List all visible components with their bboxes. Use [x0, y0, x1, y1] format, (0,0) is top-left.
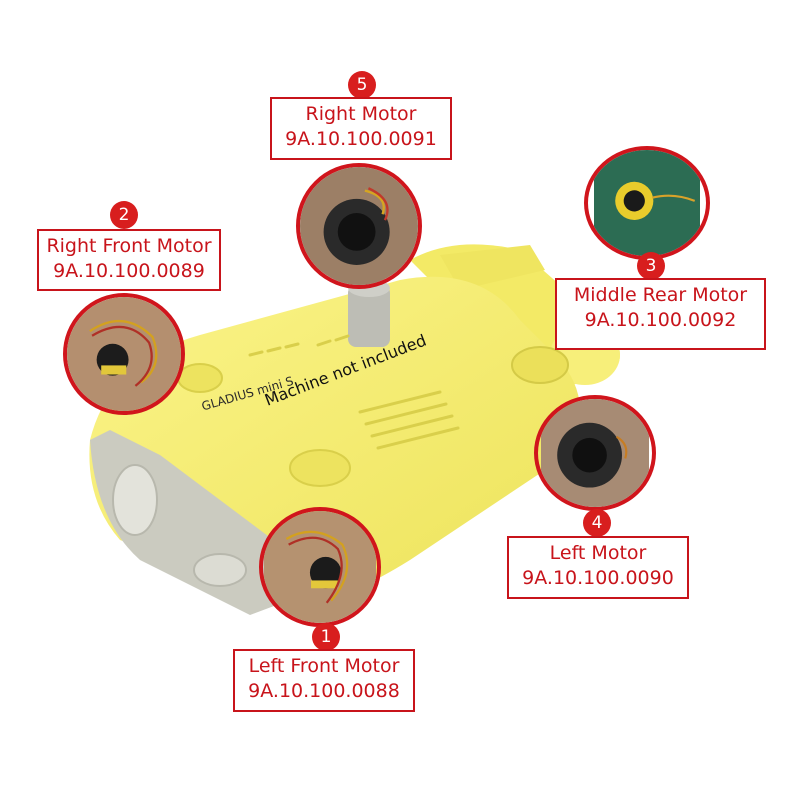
- motor-1-code: 9A.10.100.0088: [248, 680, 400, 702]
- motor-4-label: Left Motor 9A.10.100.0090: [507, 536, 689, 599]
- motor-5-code: 9A.10.100.0091: [285, 128, 437, 150]
- motor-1-photo: [259, 507, 381, 627]
- motor-4-name: Left Motor: [549, 542, 647, 564]
- motor-5-photo: [296, 163, 422, 289]
- motor-1-name: Left Front Motor: [248, 655, 400, 677]
- motor-3-name: Middle Rear Motor: [573, 284, 748, 306]
- motor-5-label: Right Motor 9A.10.100.0091: [270, 97, 452, 160]
- motor-2-code: 9A.10.100.0089: [53, 260, 205, 282]
- motor-3-label: Middle Rear Motor 9A.10.100.0092: [555, 278, 766, 350]
- motor-1-label: Left Front Motor 9A.10.100.0088: [233, 649, 415, 712]
- motor-4-number-badge: 4: [583, 509, 611, 537]
- motor-3-number-badge: 3: [637, 252, 665, 280]
- motor-2-name: Right Front Motor: [46, 235, 212, 257]
- motor-1-image: [264, 511, 376, 623]
- motor-4-photo: [534, 395, 656, 511]
- motor-2-label: Right Front Motor 9A.10.100.0089: [37, 229, 221, 291]
- motor-3-photo: [584, 146, 710, 260]
- motor-5-image: [300, 167, 418, 285]
- motor-4-image: [541, 399, 649, 507]
- motor-3-code: 9A.10.100.0092: [584, 309, 737, 331]
- motor-5-number-badge: 5: [348, 71, 376, 99]
- motor-2-number-badge: 2: [110, 201, 138, 229]
- motor-3-image: [594, 150, 700, 256]
- motor-5-name: Right Motor: [305, 103, 417, 125]
- motor-2-image: [67, 297, 181, 411]
- motor-4-code: 9A.10.100.0090: [522, 567, 674, 589]
- motor-2-photo: [63, 293, 185, 415]
- motor-1-number-badge: 1: [312, 623, 340, 651]
